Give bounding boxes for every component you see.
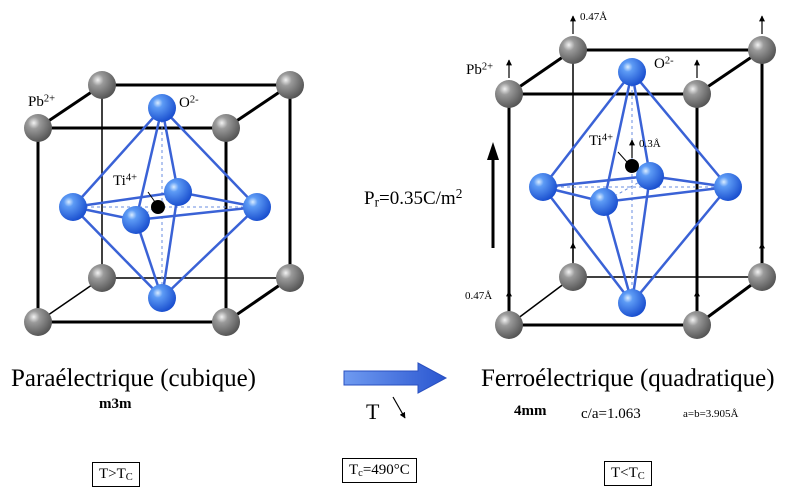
- ti-pointer: [147, 191, 156, 203]
- polarization-arrow: [487, 142, 499, 248]
- tetragonal-symmetry: 4mm: [514, 403, 547, 419]
- pb-atom: [24, 308, 52, 336]
- pb-atom: [212, 114, 240, 142]
- pb-atom: [559, 263, 587, 291]
- temperature-symbol: T: [366, 399, 380, 424]
- pb-atom: [276, 71, 304, 99]
- polarization-label: Pr=0.35C/m2: [364, 186, 463, 210]
- o-label: O2-: [654, 55, 674, 72]
- lead-atoms: [24, 71, 304, 336]
- curie-temperature-box: Tc=490°C: [342, 458, 417, 483]
- cubic-cell: [24, 71, 304, 336]
- o-label: O2-: [179, 94, 199, 111]
- pb-atom: [683, 80, 711, 108]
- condition-above-tc: T>TC: [92, 462, 140, 487]
- o-atom: [164, 178, 192, 206]
- paraelectric-title: Paraélectrique (cubique): [11, 365, 257, 392]
- pb-label: Pb2+: [466, 61, 494, 78]
- pb-label: Pb2+: [28, 93, 56, 110]
- pb-atom: [88, 264, 116, 292]
- ca-ratio: c/a=1.063: [581, 406, 641, 422]
- o-atom: [714, 173, 742, 201]
- ti-label: Ti4+: [113, 172, 137, 189]
- ti-displacement-label: 0.3Å: [639, 138, 661, 150]
- o-atom: [618, 58, 646, 86]
- o-atom: [148, 284, 176, 312]
- cubic-symmetry: m3m: [99, 396, 132, 412]
- pb-atom: [212, 308, 240, 336]
- o-atom: [590, 188, 618, 216]
- o-atom: [618, 289, 646, 317]
- o-atom: [122, 206, 150, 234]
- transition-arrow: [343, 362, 448, 394]
- o-atom: [59, 193, 87, 221]
- o-atom: [148, 94, 176, 122]
- tetragonal-cell: [495, 15, 776, 339]
- pb-atom: [748, 263, 776, 291]
- o-atom: [243, 193, 271, 221]
- pb-atom: [495, 80, 523, 108]
- displacement-bottom-label: 0.47Å: [465, 290, 493, 302]
- ferroelectric-title: Ferroélectrique (quadratique): [481, 365, 775, 392]
- o-atom: [529, 173, 557, 201]
- pb-atom: [276, 264, 304, 292]
- o-atom: [636, 162, 664, 190]
- oxygen-atoms: [529, 58, 742, 317]
- oxygen-atoms: [59, 94, 271, 312]
- temperature-decrease-arrow: [392, 396, 406, 419]
- pb-atom: [495, 311, 523, 339]
- pb-atom: [24, 114, 52, 142]
- ti-label: Ti4+: [589, 132, 613, 149]
- displacement-top-label: 0.47Å: [580, 11, 608, 23]
- condition-below-tc: T<TC: [604, 461, 652, 486]
- pb-atom: [559, 36, 587, 64]
- pb-atom: [88, 71, 116, 99]
- lattice-parameter: a=b=3.905Å: [683, 408, 739, 420]
- lead-atoms: [495, 36, 776, 339]
- ti-atom: [625, 159, 639, 173]
- pb-atom: [683, 311, 711, 339]
- pb-atom: [748, 36, 776, 64]
- ti-atom: [151, 200, 165, 214]
